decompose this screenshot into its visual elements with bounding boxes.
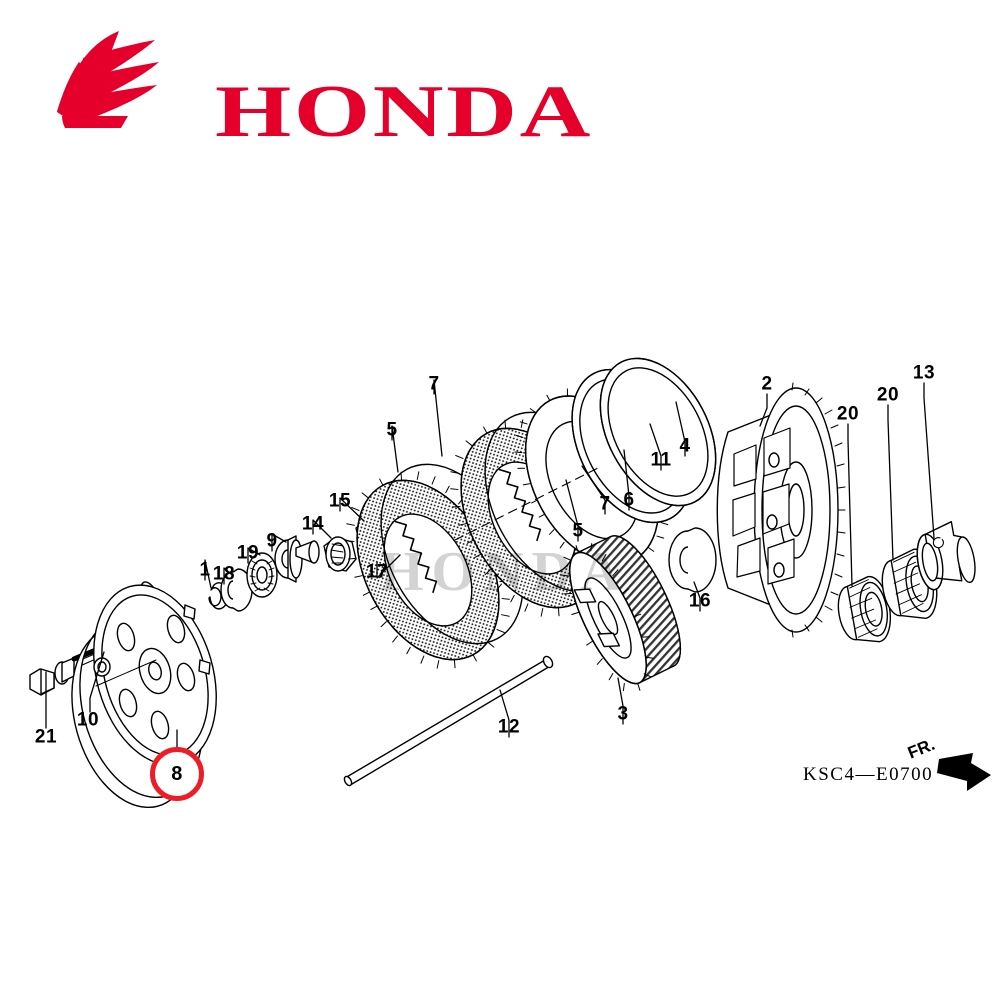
part-13-collar	[916, 520, 976, 591]
callout-21[interactable]: 21	[34, 726, 58, 748]
part-12-clutch-lifter-rod	[343, 655, 554, 787]
part-number-label: KSC4—E0700	[803, 764, 934, 785]
callout-13[interactable]: 13	[912, 362, 936, 384]
part-2-clutch-outer-basket	[716, 382, 846, 638]
callout-1[interactable]: 1	[199, 559, 211, 581]
part-16-thrust-washer	[668, 527, 717, 593]
callout-19[interactable]: 19	[236, 542, 260, 564]
callout-16[interactable]: 16	[688, 590, 712, 612]
part-21-bolt	[29, 647, 99, 696]
callout-7[interactable]: 7	[428, 373, 440, 395]
exploded-parts-diagram	[0, 150, 1000, 850]
callout-2[interactable]: 2	[761, 373, 773, 395]
part-3-clutch-center	[560, 535, 682, 692]
part-9-lifter-bolt	[274, 535, 320, 583]
callout-12[interactable]: 12	[497, 716, 521, 738]
part-4-spring-seat	[599, 357, 717, 507]
callout-10[interactable]: 10	[76, 709, 100, 731]
callout-5[interactable]: 5	[386, 419, 398, 441]
part-19-bearing	[246, 552, 278, 598]
callout-5[interactable]: 5	[572, 520, 584, 542]
part-5-friction-disc-a	[346, 471, 510, 669]
callout-9[interactable]: 9	[266, 530, 278, 552]
callout-8-highlighted[interactable]: 8	[150, 747, 204, 801]
callout-20[interactable]: 20	[876, 384, 900, 406]
callout-3[interactable]: 3	[617, 703, 629, 725]
honda-wordmark-text: HONDA	[215, 78, 593, 148]
callout-7[interactable]: 7	[599, 493, 611, 515]
part-8-clutch-pressure-plate	[71, 584, 217, 809]
callout-15[interactable]: 15	[328, 490, 352, 512]
honda-brand-logo: HONDA	[55, 28, 591, 153]
callout-17[interactable]: 17	[365, 561, 389, 583]
part-20-needle-bearing-a	[837, 575, 891, 643]
honda-wing-icon	[55, 28, 183, 140]
front-direction-label: FR.	[905, 734, 938, 763]
part-14-lock-nut	[323, 536, 357, 572]
front-direction-marker: FR.	[905, 734, 993, 797]
part-20-needle-bearing-b	[881, 548, 938, 620]
callout-6[interactable]: 6	[623, 489, 635, 511]
callout-11[interactable]: 11	[650, 449, 672, 471]
callout-20[interactable]: 20	[836, 403, 860, 425]
callout-18[interactable]: 18	[212, 563, 236, 585]
callout-4[interactable]: 4	[679, 435, 691, 457]
callout-14[interactable]: 14	[301, 513, 325, 535]
honda-wordmark: HONDA	[215, 71, 595, 153]
front-arrow-icon	[937, 751, 993, 793]
